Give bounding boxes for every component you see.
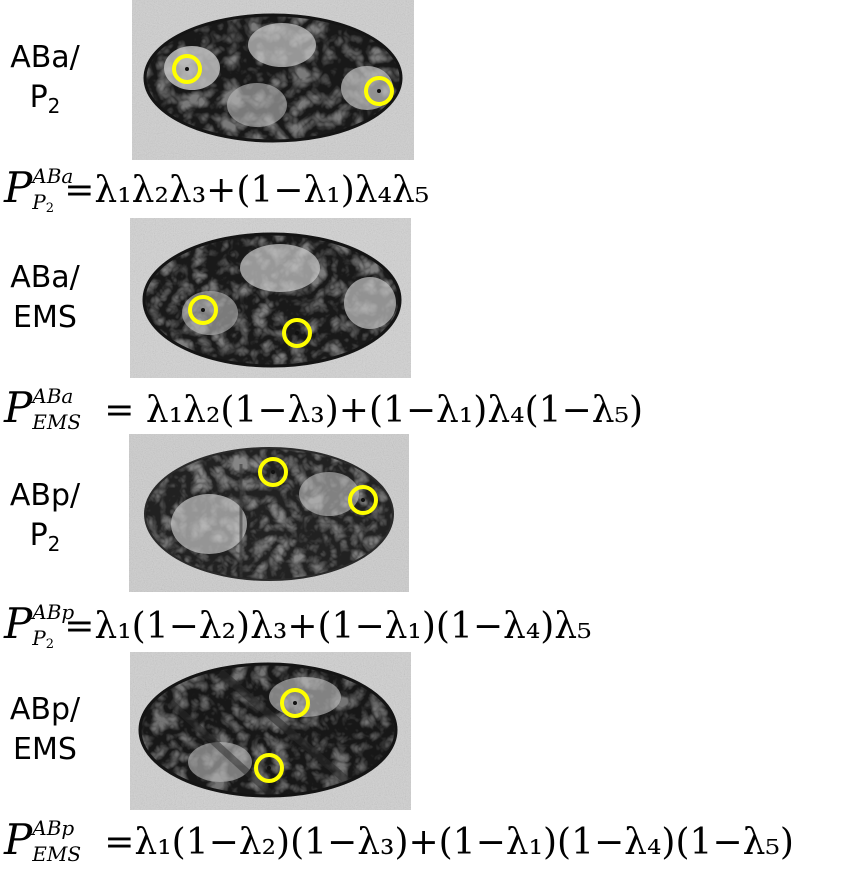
panel-1-label-line1: ABa/ bbox=[10, 40, 80, 75]
panel-2-marker-a bbox=[188, 295, 218, 325]
panel-1-label: ABa/ P2 bbox=[0, 38, 90, 118]
formula-2-symbol: P bbox=[4, 383, 33, 432]
panel-2-label: ABa/ EMS bbox=[0, 258, 90, 338]
panel-2-label-line1: ABa/ bbox=[10, 260, 80, 295]
panel-1-marker-b bbox=[364, 76, 394, 106]
formula-3-symbol: P bbox=[4, 599, 33, 648]
formula-1-body: =λ₁λ₂λ₃+(1−λ₁)λ₄λ₅ bbox=[64, 170, 430, 211]
panel-4-marker-b bbox=[254, 753, 284, 783]
formula-4-superscript: ABp bbox=[32, 816, 75, 840]
panel-1-label-line2: P2 bbox=[29, 80, 61, 118]
panel-3-marker-b bbox=[348, 485, 378, 515]
formula-1-symbol: P bbox=[4, 163, 33, 212]
panel-1-micrograph bbox=[132, 0, 414, 160]
formula-2-superscript: ABa bbox=[32, 384, 74, 408]
panel-4-label-line1: ABp/ bbox=[9, 692, 81, 727]
formula-4-symbol: P bbox=[4, 815, 33, 864]
panel-1-marker-a bbox=[172, 54, 202, 84]
panel-3-label: ABp/ P2 bbox=[0, 476, 90, 556]
panel-4-micrograph bbox=[130, 652, 411, 810]
panel-3-marker-a bbox=[258, 457, 288, 487]
panel-3-label-line2: P2 bbox=[29, 518, 61, 556]
formula-3-superscript: ABp bbox=[32, 600, 75, 624]
formula-4-subscript: EMS bbox=[32, 842, 82, 866]
formula-2-subscript: EMS bbox=[32, 410, 82, 434]
formula-2-body: = λ₁λ₂(1−λ₃)+(1−λ₁)λ₄(1−λ₅) bbox=[104, 390, 643, 431]
panel-4-label: ABp/ EMS bbox=[0, 690, 90, 770]
formula-3-body: =λ₁(1−λ₂)λ₃+(1−λ₁)(1−λ₄)λ₅ bbox=[64, 606, 592, 647]
panel-3-label-line1: ABp/ bbox=[9, 478, 81, 513]
panel-3-micrograph bbox=[129, 434, 409, 592]
panel-4-marker-a bbox=[280, 688, 310, 718]
panel-2-micrograph bbox=[130, 218, 411, 378]
panel-2-marker-b bbox=[282, 318, 312, 348]
formula-4-body: =λ₁(1−λ₂)(1−λ₃)+(1−λ₁)(1−λ₄)(1−λ₅) bbox=[104, 822, 794, 863]
formula-1-subscript: P2 bbox=[32, 190, 55, 216]
panel-2-label-line2: EMS bbox=[13, 300, 77, 335]
formula-1-superscript: ABa bbox=[32, 164, 74, 188]
formula-3-subscript: P2 bbox=[32, 626, 55, 652]
panel-4-label-line2: EMS bbox=[13, 732, 77, 767]
